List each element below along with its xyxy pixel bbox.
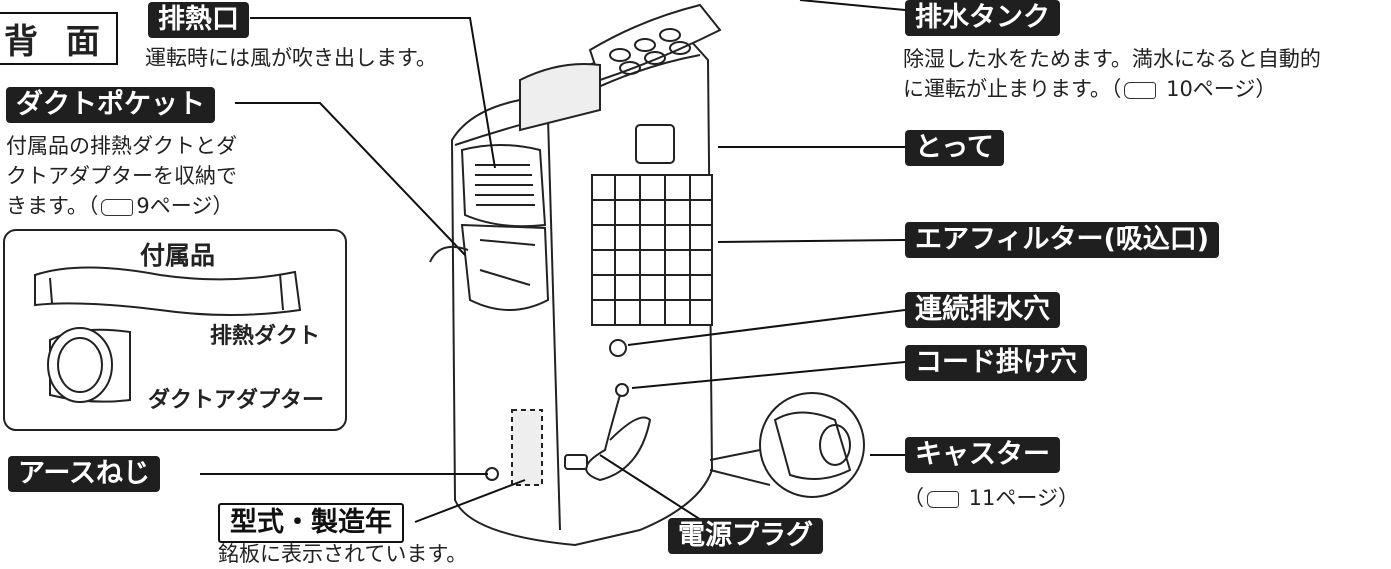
accessories-title: 付属品 xyxy=(140,241,216,270)
label-earth-screw: アースねじ xyxy=(8,456,161,492)
label-handle: とって xyxy=(905,130,1004,166)
desc-duct-pocket-2: クトアダプターを収納で xyxy=(6,164,237,188)
label-continuous-drain: 連続排水穴 xyxy=(905,292,1060,328)
label-cord-hook: コード掛け穴 xyxy=(905,345,1087,381)
drain-hole xyxy=(609,339,627,357)
label-duct-pocket: ダクトポケット xyxy=(6,87,215,123)
section-title: 背 面 xyxy=(0,12,118,65)
duct-pocket-shape xyxy=(460,223,550,311)
accessory-exhaust-duct: 排熱ダクト xyxy=(210,324,321,349)
reference-hand-icon xyxy=(101,198,134,216)
desc-duct-pocket-3: きます。（9ページ） xyxy=(6,194,234,218)
leader-cord xyxy=(631,361,906,389)
label-exhaust-outlet: 排熱口 xyxy=(148,2,249,38)
desc-duct-pocket-1: 付属品の排熱ダクトとダ xyxy=(6,134,237,158)
leader-drain xyxy=(627,309,906,346)
cord-hook xyxy=(615,383,629,397)
desc-exhaust-outlet: 運転時には風が吹き出します。 xyxy=(145,46,437,70)
desc-drain-tank-1: 除湿した水をためます。満水になると自動的 xyxy=(903,47,1321,71)
reference-hand-icon xyxy=(1124,81,1157,99)
label-model-year: 型式・製造年 xyxy=(218,503,404,543)
label-power-plug: 電源プラグ xyxy=(668,518,823,554)
label-caster: キャスター xyxy=(905,437,1060,473)
leader-exhaust xyxy=(250,17,496,169)
desc-model-year: 銘板に表示されています。 xyxy=(218,542,468,566)
leader-filter xyxy=(717,239,906,243)
caster-detail xyxy=(759,392,865,498)
accessory-duct-adapter: ダクトアダプター xyxy=(148,388,325,413)
leader-model xyxy=(414,479,526,523)
desc-caster: （ 11ページ） xyxy=(903,486,1079,510)
leader-tank xyxy=(799,0,906,11)
label-air-filter: エアフィルター(吸込口) xyxy=(905,222,1220,258)
label-drain-tank: 排水タンク xyxy=(905,0,1060,36)
leader-duct-pocket xyxy=(235,102,466,256)
desc-drain-tank-2: に運転が止まります。（ 10ページ） xyxy=(903,77,1277,101)
reference-hand-icon xyxy=(927,490,959,508)
exhaust-louver xyxy=(460,144,547,228)
handle-shape xyxy=(635,124,675,164)
